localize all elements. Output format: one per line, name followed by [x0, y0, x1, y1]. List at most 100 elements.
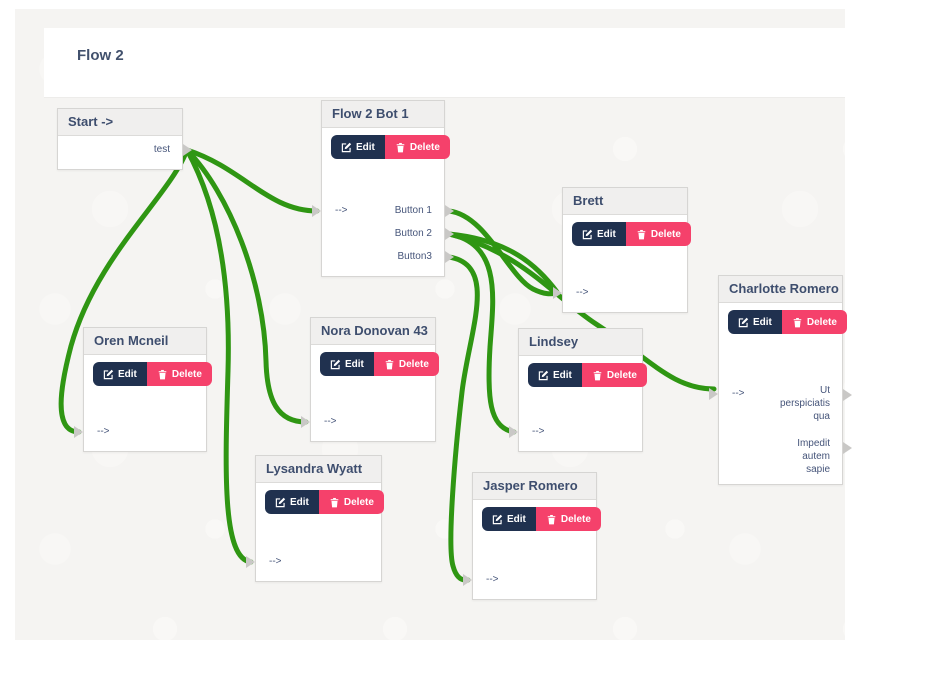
node-title[interactable]: Lindsey — [519, 329, 642, 356]
edit-button[interactable]: Edit — [572, 222, 626, 246]
delete-button[interactable]: Delete — [581, 363, 647, 387]
node-title[interactable]: Brett — [563, 188, 687, 215]
node-body: test — [58, 136, 192, 169]
connection-curve[interactable] — [184, 147, 320, 214]
node-title[interactable]: Start -> — [58, 109, 182, 136]
edit-pencil-icon — [341, 142, 352, 152]
delete-button[interactable]: Delete — [146, 362, 212, 386]
node-ports: test — [58, 138, 192, 161]
input-port-row: --> — [709, 382, 781, 405]
node-ports: --> — [301, 410, 435, 433]
delete-button[interactable]: Delete — [625, 222, 691, 246]
edit-button-label: Edit — [118, 368, 137, 380]
trash-icon — [593, 370, 602, 380]
edit-button[interactable]: Edit — [93, 362, 147, 386]
input-port-arrow-icon[interactable] — [301, 415, 310, 428]
output-port-arrow-icon[interactable] — [445, 204, 454, 217]
input-port-arrow-icon[interactable] — [709, 387, 718, 400]
edit-pencil-icon — [275, 497, 286, 507]
flow-title: Flow 2 — [77, 47, 124, 64]
input-port-label: --> — [576, 287, 589, 298]
trash-icon — [330, 497, 339, 507]
input-port-arrow-icon[interactable] — [553, 286, 562, 299]
node-title[interactable]: Nora Donovan 43 — [311, 318, 435, 345]
edit-button-label: Edit — [597, 228, 616, 240]
edit-button[interactable]: Edit — [320, 352, 374, 376]
connection-curve[interactable] — [184, 147, 309, 425]
flow-header: Flow 2 — [44, 28, 845, 98]
edit-button-label: Edit — [507, 513, 526, 525]
connection-curve[interactable] — [446, 231, 517, 435]
output-port-arrow-icon[interactable] — [445, 250, 454, 263]
edit-pencil-icon — [103, 369, 114, 379]
input-port-label: --> — [97, 426, 110, 437]
delete-button-label: Delete — [409, 141, 440, 153]
edit-button[interactable]: Edit — [528, 363, 582, 387]
output-port-row: Button 1 — [383, 199, 454, 222]
edit-button[interactable]: Edit — [265, 490, 319, 514]
connection-curve[interactable] — [184, 147, 254, 565]
connection-curve[interactable] — [446, 231, 717, 392]
connection-curve[interactable] — [446, 231, 560, 295]
delete-button[interactable]: Delete — [373, 352, 439, 376]
input-port-arrow-icon[interactable] — [312, 204, 321, 217]
input-port-row: --> — [312, 199, 383, 222]
delete-button-label: Delete — [343, 496, 374, 508]
output-port-label: Ut perspiciatis qua — [779, 385, 830, 422]
edit-button[interactable]: Edit — [331, 135, 385, 159]
output-port-arrow-icon[interactable] — [843, 389, 852, 401]
node-body: Edit Delete --> — [553, 215, 691, 312]
node-title[interactable]: Flow 2 Bot 1 — [322, 101, 444, 128]
node-title[interactable]: Oren Mcneil — [84, 328, 206, 355]
node-title[interactable]: Lysandra Wyatt — [256, 456, 381, 483]
delete-button[interactable]: Delete — [318, 490, 384, 514]
input-port-label: --> — [335, 205, 348, 216]
connection-curve[interactable] — [446, 208, 560, 297]
edit-button-label: Edit — [356, 141, 375, 153]
connection-curve[interactable] — [58, 147, 190, 435]
output-port-label: Button3 — [397, 251, 432, 262]
edit-pencil-icon — [582, 229, 593, 239]
delete-button-label: Delete — [398, 358, 429, 370]
output-port-row: Ut perspiciatis qua — [779, 382, 852, 423]
output-port-label: Button 1 — [394, 205, 432, 216]
connection-curve[interactable] — [446, 254, 480, 583]
input-port-arrow-icon[interactable] — [246, 555, 255, 568]
delete-button[interactable]: Delete — [384, 135, 450, 159]
edit-button[interactable]: Edit — [728, 310, 782, 334]
node-title[interactable]: Charlotte Romero — [719, 276, 842, 303]
delete-button-label: Delete — [560, 513, 591, 525]
delete-button[interactable]: Delete — [781, 310, 847, 334]
output-port-label: Impedit autem sapie — [797, 438, 830, 475]
node-body: Edit Delete --> — [246, 483, 384, 581]
input-port-arrow-icon[interactable] — [463, 573, 472, 586]
input-port-label: --> — [324, 416, 337, 427]
edit-pencil-icon — [330, 359, 341, 369]
node-title[interactable]: Jasper Romero — [473, 473, 596, 500]
node-ports: --> — [74, 420, 206, 443]
node-actions: Edit Delete — [320, 352, 439, 376]
node-ports: --> — [246, 550, 381, 573]
output-port-arrow-icon[interactable] — [445, 227, 454, 240]
input-port-arrow-icon[interactable] — [509, 425, 518, 438]
delete-button[interactable]: Delete — [535, 507, 601, 531]
input-port-arrow-icon[interactable] — [74, 425, 83, 438]
edit-button[interactable]: Edit — [482, 507, 536, 531]
flow-node-nora-donovan-43[interactable]: Nora Donovan 43 Edit Delete --> — [301, 317, 439, 442]
input-port-row: --> — [74, 420, 145, 443]
output-port-arrow-icon[interactable] — [183, 143, 192, 156]
flow-node-start[interactable]: Start ->test — [57, 108, 192, 170]
output-port-arrow-icon[interactable] — [843, 442, 852, 454]
